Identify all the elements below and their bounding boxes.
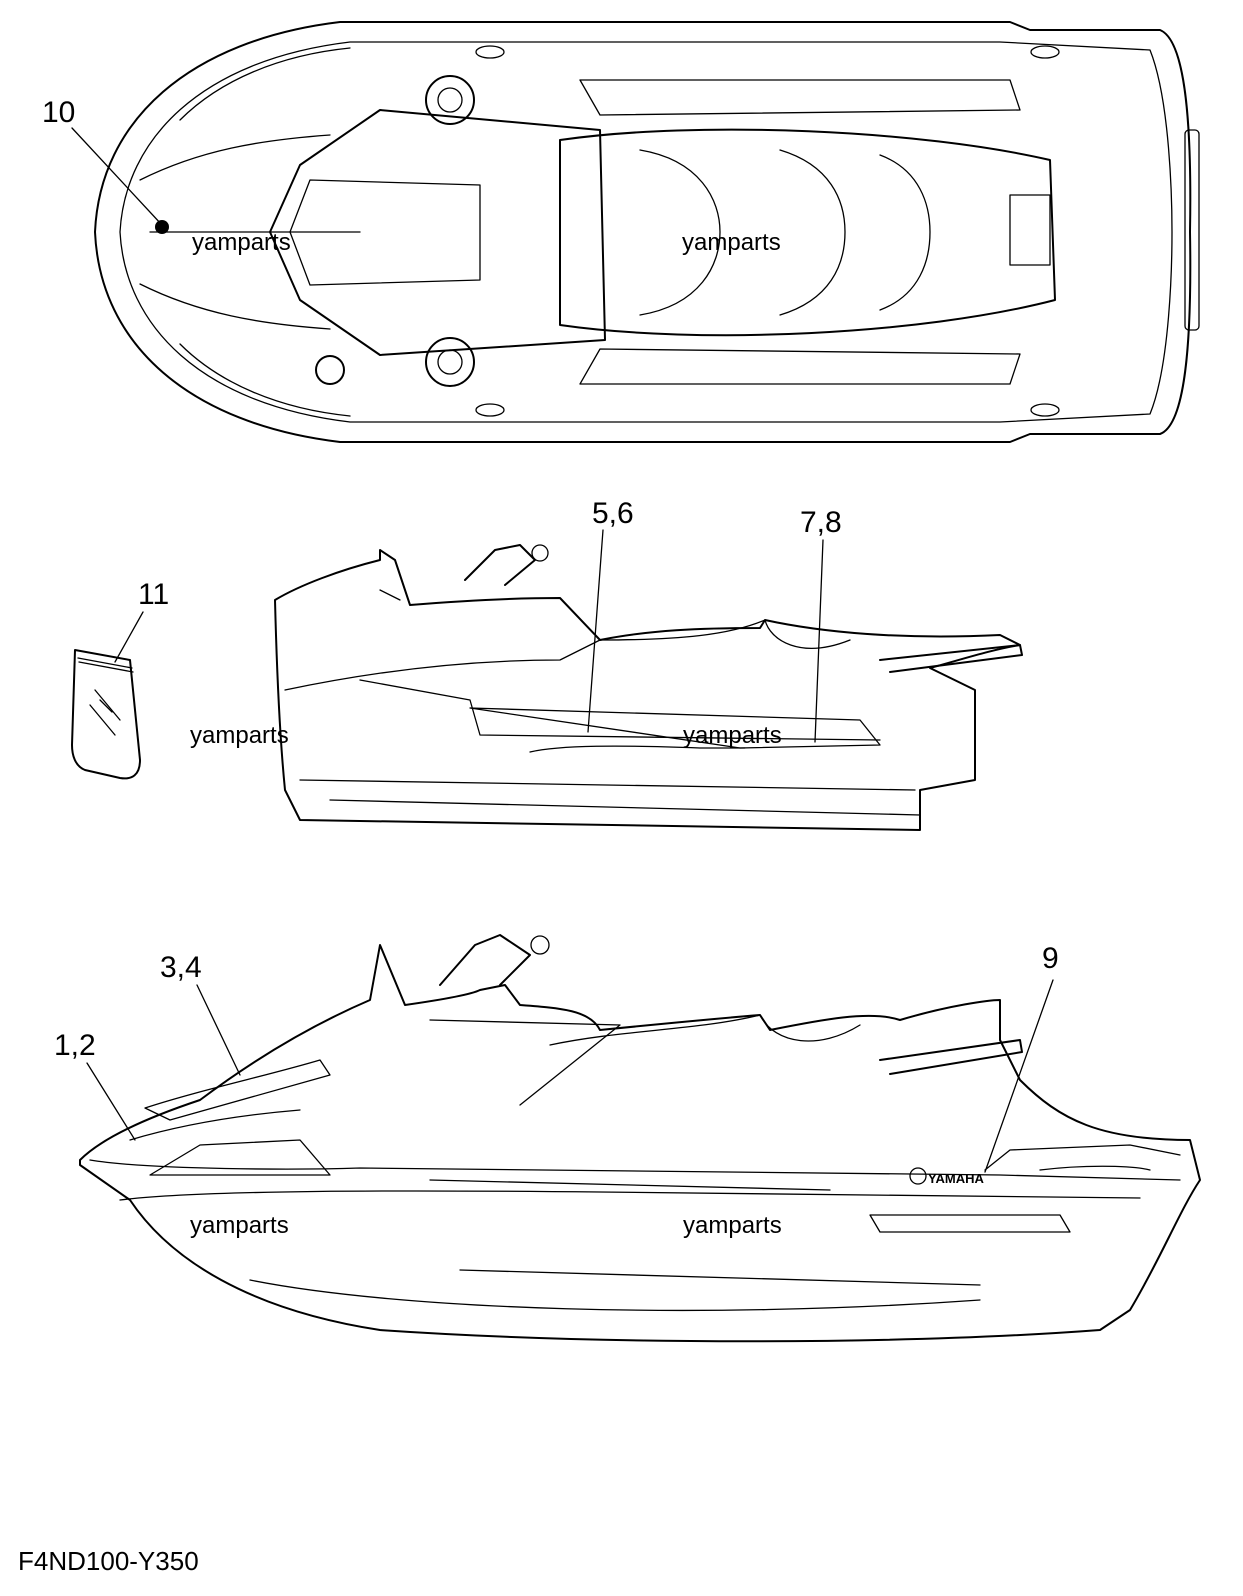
watermark-bottom-right: yamparts [683, 1212, 782, 1239]
callout-9: 9 [1042, 942, 1059, 975]
leader-5-6 [587, 529, 604, 733]
callout-11: 11 [138, 578, 169, 611]
side-view-middle [71, 544, 1023, 831]
emblem-10-mark [155, 220, 169, 234]
callout-7-8: 7,8 [800, 506, 842, 539]
leader-10 [71, 127, 163, 226]
leader-1-2 [86, 1062, 136, 1141]
leader-9 [984, 979, 1054, 1173]
diagram-code: F4ND100-Y350 [18, 1546, 199, 1576]
watermark-top-left: yamparts [192, 229, 291, 256]
callout-5-6: 5,6 [592, 497, 634, 530]
callout-3-4: 3,4 [160, 951, 202, 984]
yamaha-decal-text: YAMAHA [928, 1171, 984, 1186]
leader-lines [71, 127, 1054, 1173]
callout-10: 10 [42, 96, 75, 129]
leader-7-8 [814, 539, 824, 743]
top-view-watercraft [94, 21, 1200, 443]
watermark-mid-left: yamparts [190, 722, 289, 749]
watermark-mid-right: yamparts [683, 722, 782, 749]
leader-3-4 [196, 984, 241, 1076]
callout-1-2: 1,2 [54, 1029, 96, 1062]
watermark-top-right: yamparts [682, 229, 781, 256]
leader-11 [114, 611, 144, 663]
watermark-bottom-left: yamparts [190, 1212, 289, 1239]
side-view-bottom [79, 934, 1201, 1343]
